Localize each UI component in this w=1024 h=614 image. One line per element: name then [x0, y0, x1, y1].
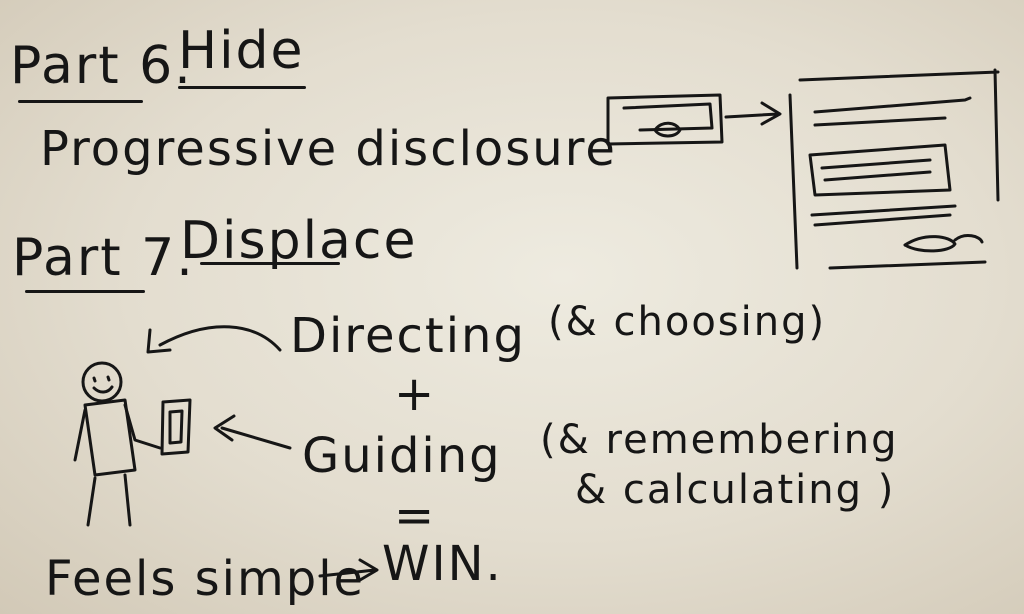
- handheld-device-icon: [160, 398, 192, 456]
- expanded-row-3-icon: [810, 204, 957, 227]
- collapsed-panel-inner-icon: [622, 102, 714, 132]
- part6-title: Hide: [178, 21, 305, 81]
- part7-title-underline: [200, 262, 340, 265]
- person-arms-icon: [73, 403, 162, 462]
- win-text: WIN.: [382, 536, 503, 592]
- equals-sign: =: [394, 488, 437, 544]
- part6-label: Part 6.: [10, 36, 193, 96]
- person-body-icon: [83, 398, 137, 477]
- expanded-panel-frame: [798, 68, 1000, 202]
- person-legs-icon: [86, 473, 132, 527]
- part7-title: Displace: [180, 211, 418, 271]
- expand-arrow-icon: [724, 101, 782, 126]
- expanded-panel-bottom-edge: [828, 260, 987, 270]
- part7-label-underline: [25, 290, 145, 293]
- plus-sign: +: [394, 366, 437, 422]
- choosing-text: (& choosing): [548, 299, 827, 345]
- expanded-row-2-icon: [808, 143, 952, 197]
- expanded-row-1-icon: [813, 96, 972, 127]
- directing-arrow-icon: [146, 325, 282, 354]
- expanded-row-toggle-icon: [903, 234, 984, 253]
- simple-to-win-arrow-icon: [318, 558, 379, 582]
- part6-label-underline: [18, 100, 143, 103]
- expanded-panel-left-edge: [788, 93, 799, 270]
- directing-text: Directing: [290, 308, 526, 364]
- guiding-arrow-icon: [213, 414, 292, 450]
- person-head-icon: [81, 361, 123, 403]
- feels-simple-text: Feels simple: [45, 551, 366, 607]
- remembering-text: (& remembering: [540, 417, 899, 463]
- progressive-disclosure-text: Progressive disclosure: [40, 121, 617, 177]
- guiding-text: Guiding: [302, 428, 502, 484]
- part7-label: Part 7.: [12, 228, 195, 288]
- collapsed-panel-toggle-icon: [653, 121, 682, 138]
- part6-title-underline: [178, 86, 306, 89]
- calculating-text: & calculating ): [575, 467, 896, 513]
- person-face-icon: [92, 375, 114, 394]
- collapsed-panel-icon: [606, 93, 724, 146]
